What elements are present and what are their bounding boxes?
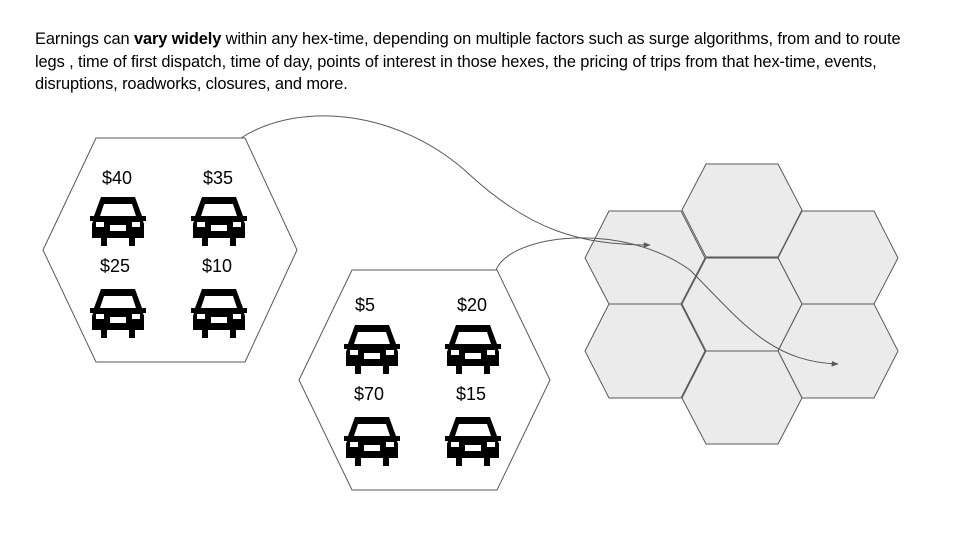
cluster-hex-upper-left xyxy=(584,210,706,305)
cluster-hex-center xyxy=(681,257,803,352)
caption-text: Earnings can vary widely within any hex-… xyxy=(35,28,915,96)
cluster-hex-upper-right xyxy=(777,210,899,305)
hex-b: $5 $20 $70 $15 xyxy=(298,269,551,491)
hex-a: $40 $35 $25 $10 xyxy=(42,137,298,363)
cluster-hex-lower-left xyxy=(584,303,706,399)
arrow-connector-hex-b xyxy=(495,237,839,367)
hex-b-outline xyxy=(298,269,551,491)
hex-a-price-1: $40 xyxy=(102,168,132,188)
caption-emphasis: vary widely xyxy=(133,30,222,48)
hex-b-price-3: $70 xyxy=(354,384,384,404)
cluster-hex-lower-right xyxy=(777,303,899,399)
hex-b-price-4: $15 xyxy=(456,384,486,404)
hex-a-outline xyxy=(42,137,298,363)
cluster-hex-top xyxy=(681,163,803,258)
hex-cluster xyxy=(584,163,899,445)
caption-after: within any hex-time, depending on multip… xyxy=(35,30,901,93)
arrow-connector-hex-a xyxy=(240,115,651,248)
hex-a-price-3: $25 xyxy=(100,256,130,276)
hex-a-price-4: $10 xyxy=(202,256,232,276)
hex-b-price-1: $5 xyxy=(355,295,375,315)
hex-b-price-2: $20 xyxy=(457,295,487,315)
caption-before: Earnings can xyxy=(35,30,134,48)
hex-a-price-2: $35 xyxy=(203,168,233,188)
cluster-hex-bottom xyxy=(681,350,803,445)
